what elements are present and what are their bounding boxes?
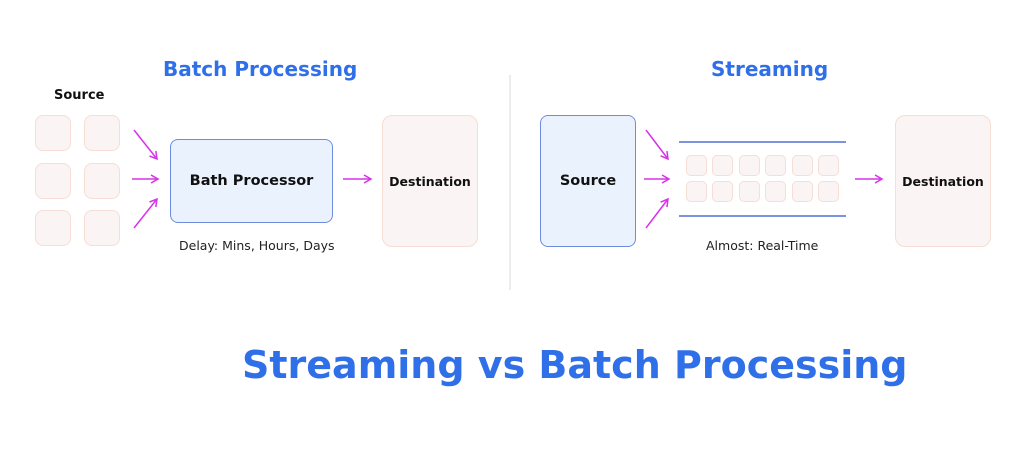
stream-tile — [686, 155, 707, 176]
section-divider — [509, 75, 511, 290]
stream-tile — [765, 155, 786, 176]
stream-tile — [792, 155, 813, 176]
source-tile — [35, 115, 71, 151]
stream-bottom-line — [679, 215, 846, 217]
stream-tile — [792, 181, 813, 202]
streaming-source-box: Source — [540, 115, 636, 247]
source-tile — [84, 115, 120, 151]
arrow-diagonal-up-icon — [645, 197, 669, 229]
arrow-diagonal-down-icon — [645, 129, 669, 161]
stream-tile — [712, 155, 733, 176]
batch-delay-caption: Delay: Mins, Hours, Days — [179, 238, 335, 253]
arrow-diagonal-up-icon — [133, 197, 158, 229]
stream-tile — [686, 181, 707, 202]
source-tile — [84, 210, 120, 246]
source-tile — [35, 163, 71, 199]
batch-section-title: Batch Processing — [163, 57, 358, 81]
batch-destination-label: Destination — [389, 173, 471, 189]
streaming-latency-caption: Almost: Real-Time — [706, 238, 819, 253]
main-title: Streaming vs Batch Processing — [242, 343, 908, 387]
stream-tile — [765, 181, 786, 202]
batch-source-label: Source — [54, 88, 105, 103]
stream-tile — [739, 155, 760, 176]
arrow-diagonal-down-icon — [133, 129, 158, 161]
source-tile — [35, 210, 71, 246]
streaming-section-title: Streaming — [711, 57, 829, 81]
source-tile — [84, 163, 120, 199]
batch-processor-box: Bath Processor — [170, 139, 333, 223]
streaming-source-label: Source — [559, 173, 617, 189]
stream-tile — [818, 155, 839, 176]
stream-tile — [818, 181, 839, 202]
streaming-destination-label: Destination — [902, 173, 984, 189]
streaming-destination-box: Destination — [895, 115, 991, 247]
stream-tile — [739, 181, 760, 202]
batch-destination-box: Destination — [382, 115, 478, 247]
stream-tile — [712, 181, 733, 202]
stream-top-line — [679, 141, 846, 143]
batch-processor-label: Bath Processor — [189, 173, 314, 189]
